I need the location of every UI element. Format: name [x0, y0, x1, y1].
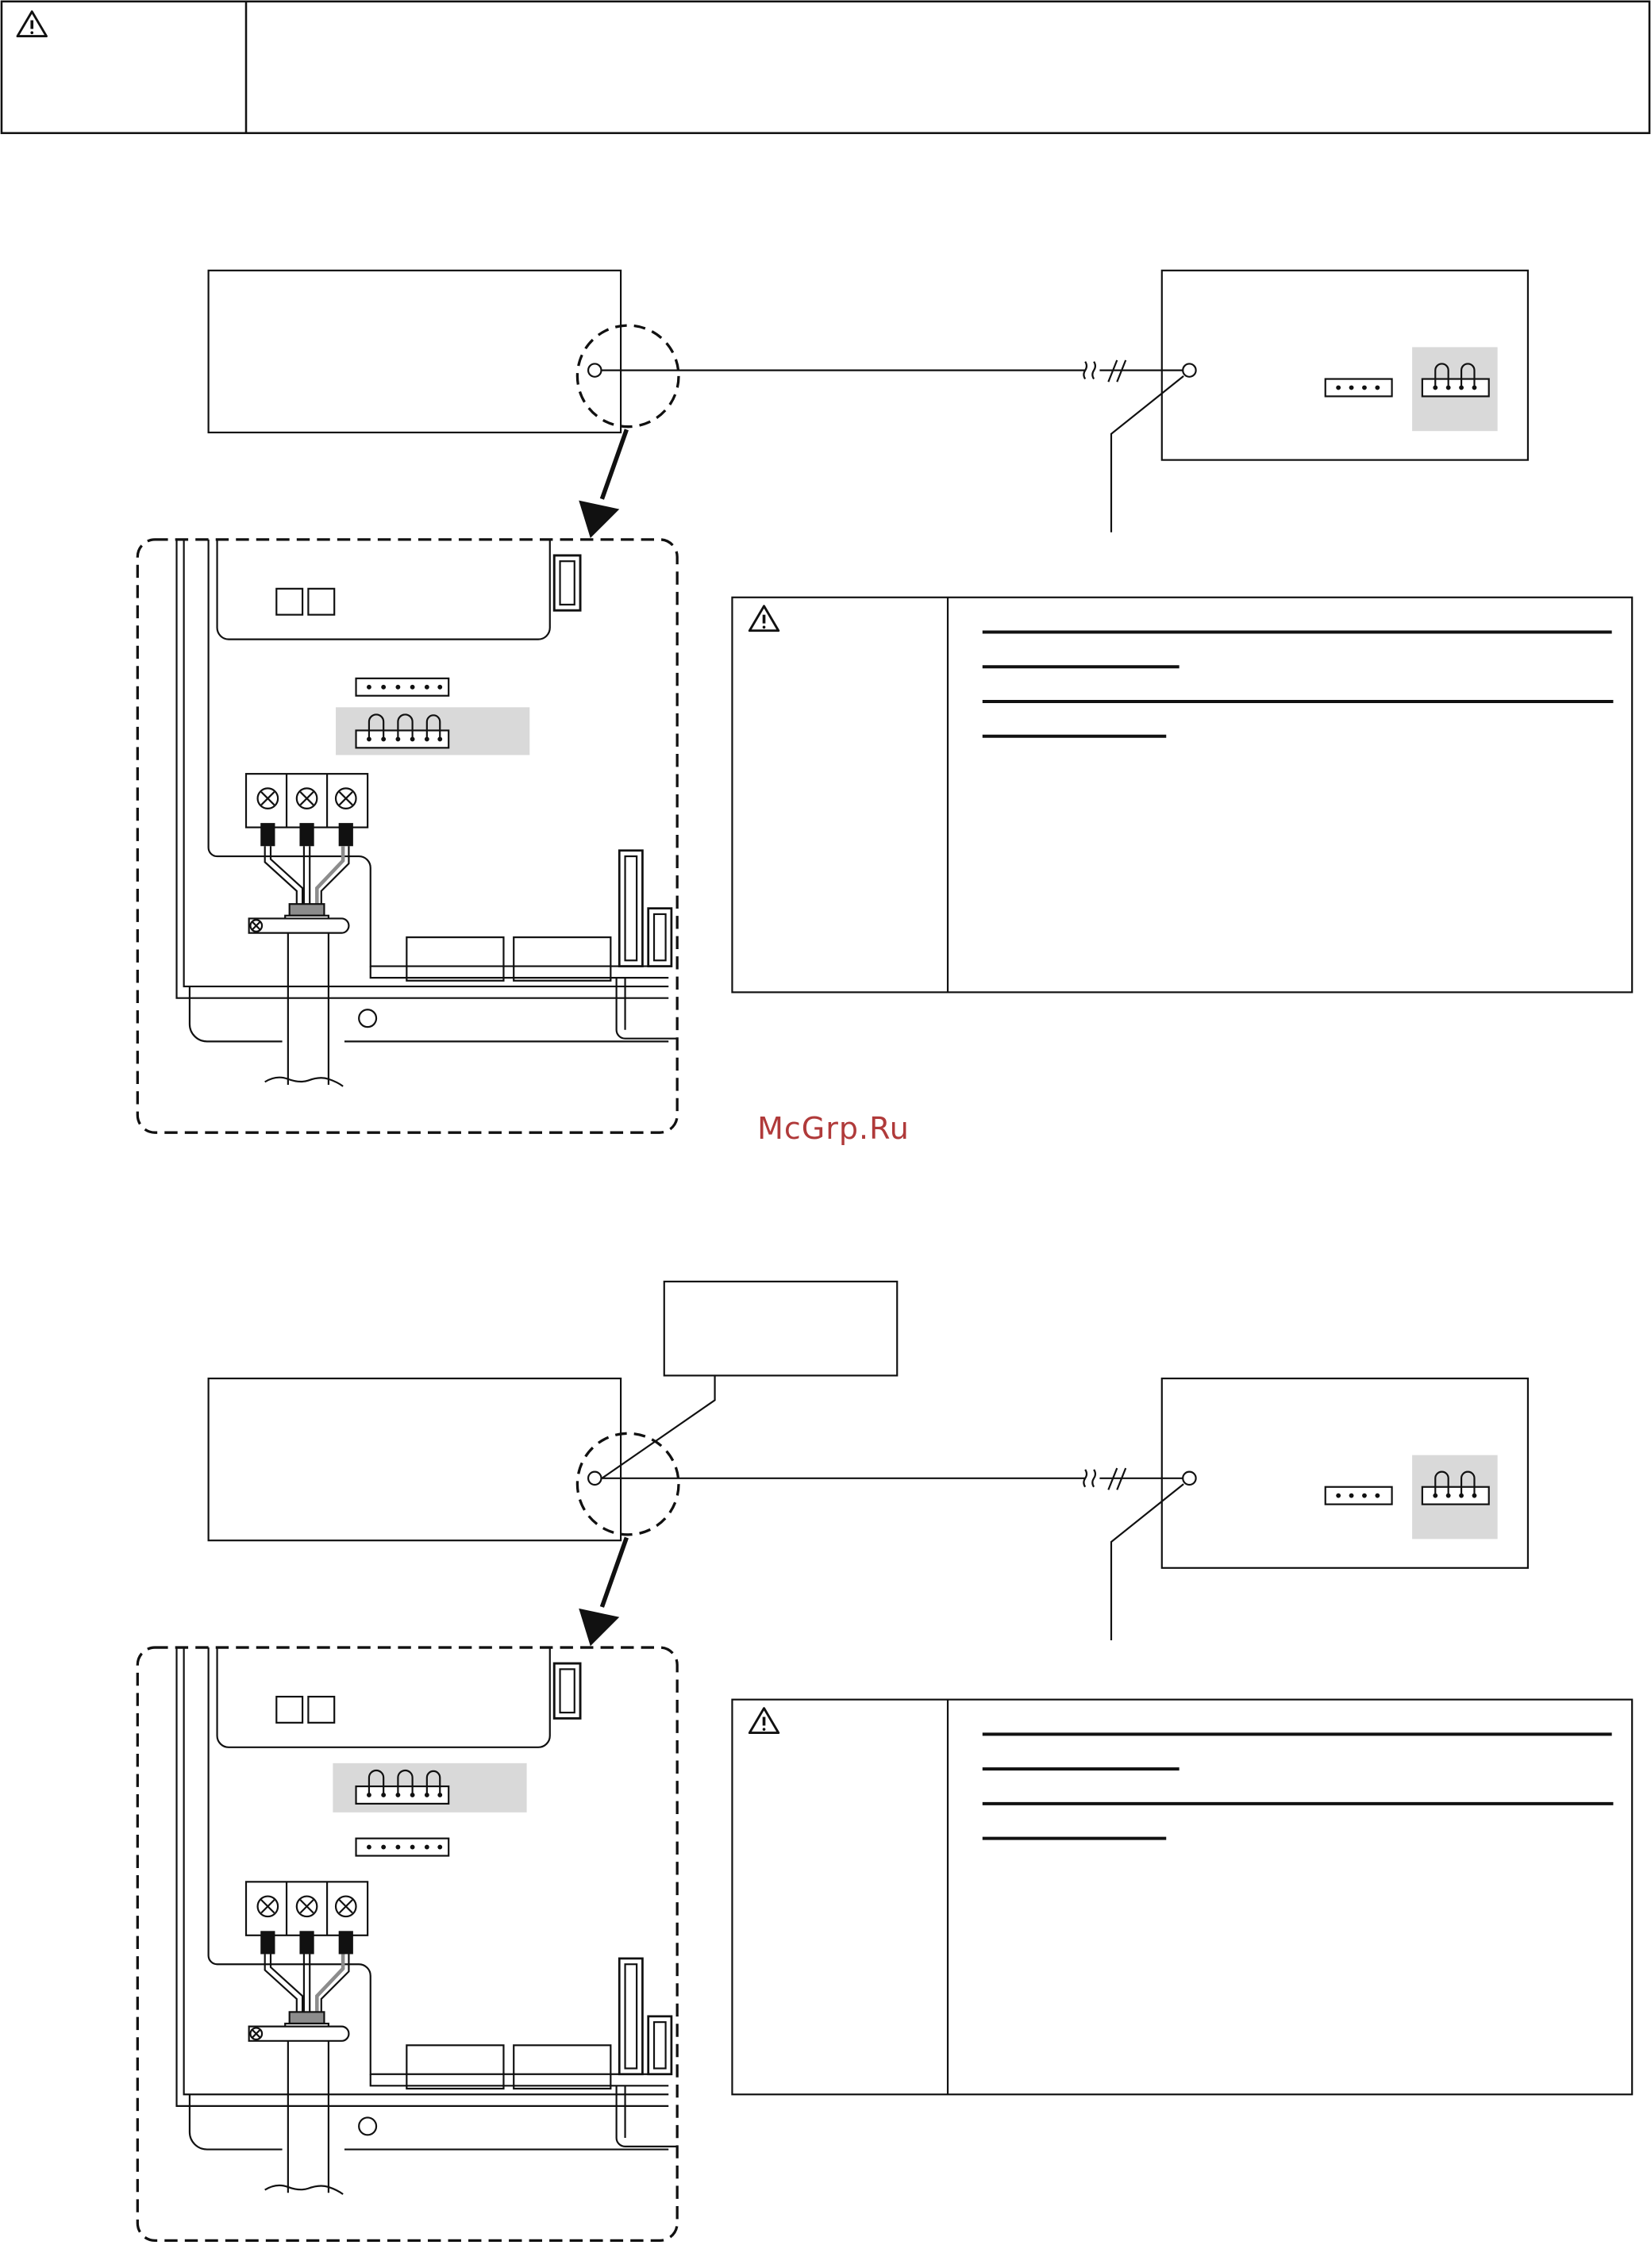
wiring-section-1 — [137, 271, 1632, 1132]
watermark: McGrp.Ru — [757, 1111, 910, 1146]
warning-triangle-icon — [16, 10, 48, 38]
caution-box-1 — [732, 598, 1632, 993]
terminal-detail-2 — [137, 1647, 677, 2240]
callout-label-box — [601, 1280, 899, 1479]
caution-box-2 — [732, 1700, 1632, 2095]
unit-overview-2 — [209, 1378, 1528, 1646]
wiring-section-2 — [137, 1280, 1632, 2240]
terminal-detail-1 — [137, 540, 677, 1132]
unit-overview-1 — [209, 271, 1528, 538]
caution-header — [0, 0, 1651, 134]
